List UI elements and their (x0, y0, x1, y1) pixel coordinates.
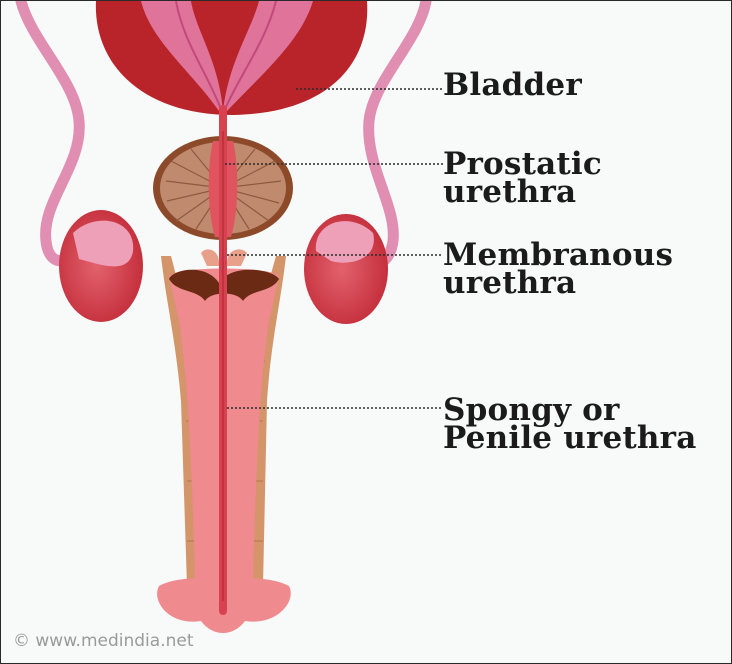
label-membranous-urethra: Membranous urethra (443, 237, 674, 301)
label-spongy-line-2: Penile urethra (443, 420, 697, 456)
leader-lines (225, 88, 443, 409)
label-prostatic-urethra: Prostatic urethra (443, 146, 602, 210)
label-bladder-line-1: Bladder (443, 67, 582, 103)
testis-right (304, 214, 388, 324)
label-prostatic-line-2: urethra (443, 174, 577, 210)
testis-left (59, 210, 143, 322)
label-bladder: Bladder (443, 67, 582, 103)
bladder (95, 1, 368, 115)
watermark: © www.medindia.net (13, 631, 194, 651)
label-membranous-line-1: Membranous (443, 237, 674, 273)
vas-deferens-left (15, 1, 95, 267)
label-spongy-line-1: Spongy or (443, 392, 620, 428)
label-spongy-penile-urethra: Spongy or Penile urethra (443, 392, 697, 456)
label-prostatic-line-1: Prostatic (443, 146, 602, 182)
label-membranous-line-2: urethra (443, 265, 577, 301)
